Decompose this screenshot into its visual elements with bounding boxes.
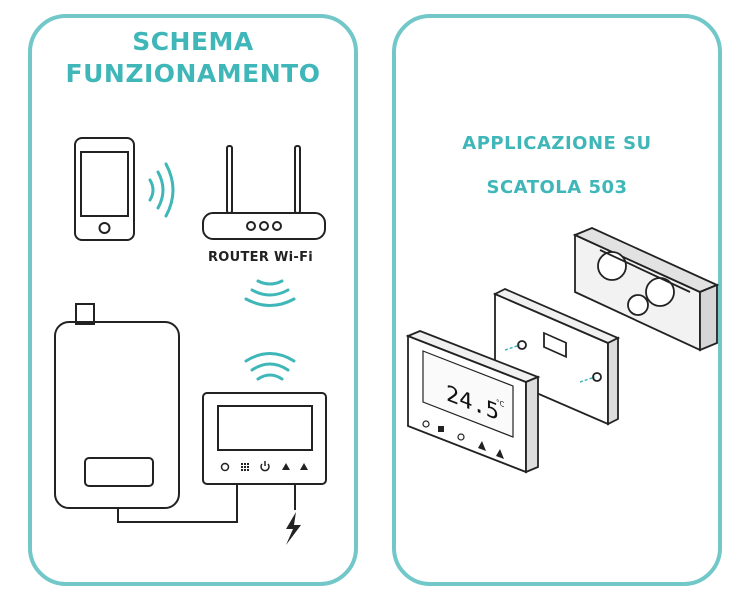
right-title: APPLICAZIONE SU SCATOLA 503 xyxy=(392,122,722,210)
router-label: ROUTER Wi-Fi xyxy=(208,250,314,265)
wifi-waves-icon-thermostat xyxy=(244,352,296,381)
power-icon-device xyxy=(457,433,465,441)
grid-icon-device xyxy=(438,426,444,432)
wifi-waves-icon-phone xyxy=(148,162,175,218)
left-title-line1: SCHEMA xyxy=(132,27,254,56)
left-title: SCHEMA FUNZIONAMENTO xyxy=(28,26,358,90)
grid-icon xyxy=(241,463,249,471)
screw-hints xyxy=(504,344,596,383)
smartphone-icon xyxy=(74,137,135,241)
wires xyxy=(117,484,296,523)
left-title-line2: FUNZIONAMENTO xyxy=(65,59,321,88)
up-arrow-icon-device-2 xyxy=(496,449,504,459)
wifi-waves-icon-router xyxy=(244,279,296,307)
power-bolt-icon xyxy=(286,512,301,545)
panel-schema xyxy=(28,14,358,586)
thermostat-device xyxy=(405,330,541,474)
up-arrow-icon-device xyxy=(478,441,486,451)
wall-box-503 xyxy=(572,227,720,352)
panel-application xyxy=(392,14,722,586)
right-title-line2: SCATOLA 503 xyxy=(486,177,628,198)
clock-icon xyxy=(220,462,230,472)
back-plate xyxy=(492,288,621,426)
thermostat-icon xyxy=(202,392,327,485)
up-arrow-icon-2 xyxy=(300,463,308,470)
clock-icon-device xyxy=(422,420,430,428)
thermostat-buttons xyxy=(220,461,308,472)
power-icon xyxy=(260,463,270,472)
boiler-icon xyxy=(54,303,180,509)
thermostat-device-buttons xyxy=(422,420,504,459)
router-icon xyxy=(202,145,326,240)
right-title-line1: APPLICAZIONE SU xyxy=(462,133,652,154)
up-arrow-icon xyxy=(282,463,290,470)
display-unit: °C xyxy=(496,397,504,409)
